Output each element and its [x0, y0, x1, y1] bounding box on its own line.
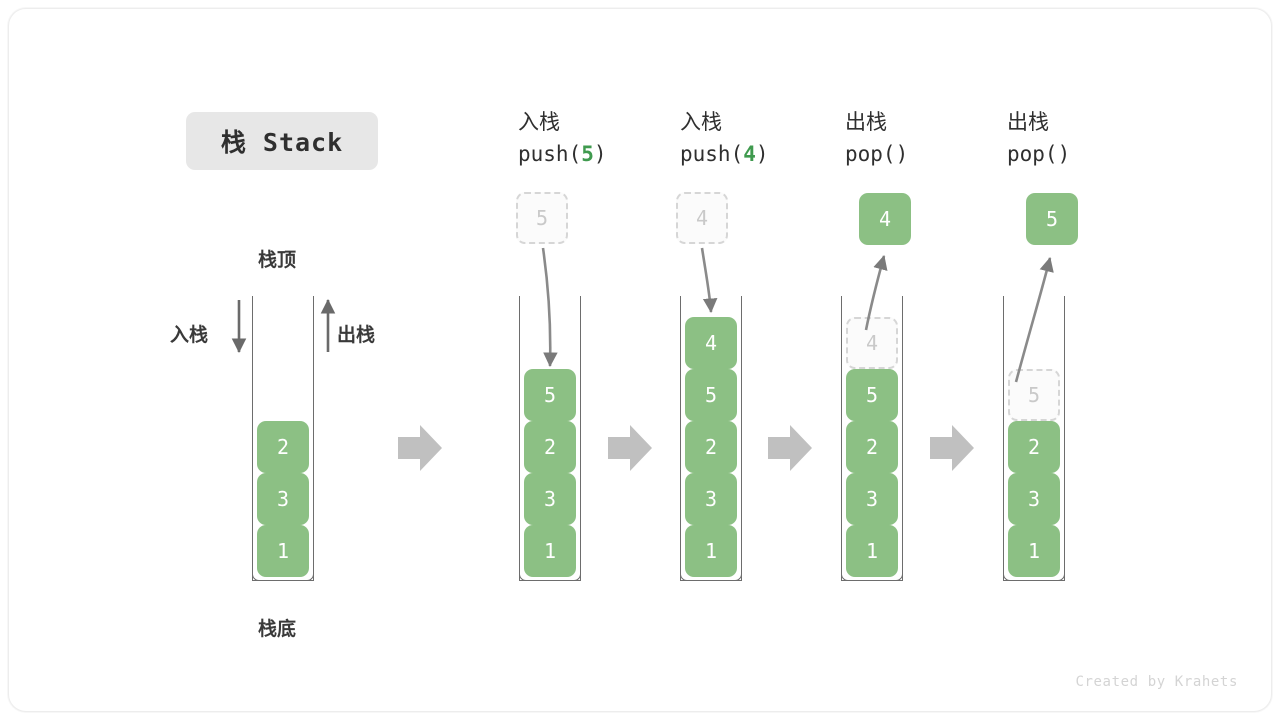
- pending-push-box: 5: [516, 192, 568, 244]
- column-header-pop-2: 出栈 pop(): [1007, 107, 1070, 171]
- stack-floor: [252, 580, 314, 581]
- stack-cell: 3: [257, 473, 309, 525]
- stack-cell-removing: 4: [846, 317, 898, 369]
- column-header-cn: 入栈: [680, 110, 722, 134]
- column-header-cn: 入栈: [518, 110, 560, 134]
- stack-wall-right: [1064, 296, 1065, 581]
- stack-floor: [1003, 580, 1065, 581]
- title-badge: 栈 Stack: [186, 112, 378, 170]
- stack-corner-left: [519, 573, 527, 581]
- stack-container-push-4: 4 5 2 3 1: [680, 296, 742, 581]
- popped-value-box: 5: [1026, 193, 1078, 245]
- code-prefix: pop(: [845, 141, 896, 166]
- stack-cell: 2: [846, 421, 898, 473]
- push-direction-label: 入栈: [170, 324, 209, 346]
- stack-floor: [680, 580, 742, 581]
- column-header-pop-1: 出栈 pop(): [845, 107, 908, 171]
- code-suffix: ): [895, 141, 909, 166]
- stack-cell: 1: [685, 525, 737, 577]
- stack-cell: 2: [524, 421, 576, 473]
- column-header-cn: 出栈: [1007, 110, 1049, 134]
- stack-corner-left: [841, 573, 849, 581]
- code-argument: 5: [581, 141, 594, 166]
- stack-corner-left: [252, 573, 260, 581]
- stack-container-push-5: 5 2 3 1: [519, 296, 581, 581]
- code-suffix: ): [593, 141, 607, 166]
- column-header-cn: 出栈: [845, 110, 887, 134]
- code-prefix: pop(: [1007, 141, 1058, 166]
- stack-wall-right: [313, 296, 314, 581]
- code-prefix: push(: [680, 141, 744, 166]
- stack-cell: 2: [257, 421, 309, 473]
- stack-container-pop-2: 5 2 3 1: [1003, 296, 1065, 581]
- stack-cell: 3: [524, 473, 576, 525]
- stack-corner-left: [1003, 573, 1011, 581]
- popped-value-box: 4: [859, 193, 911, 245]
- stack-cell: 3: [846, 473, 898, 525]
- stack-wall-left: [841, 296, 842, 581]
- column-header-code: push(5): [518, 139, 607, 171]
- stack-cell: 2: [685, 421, 737, 473]
- stack-wall-right: [902, 296, 903, 581]
- stack-corner-left: [680, 573, 688, 581]
- pop-direction-label: 出栈: [337, 324, 376, 346]
- stack-container-pop-1: 4 5 2 3 1: [841, 296, 903, 581]
- pending-push-box: 4: [676, 192, 728, 244]
- column-header-push-4: 入栈 push(4): [680, 107, 769, 171]
- stack-cell: 3: [1008, 473, 1060, 525]
- stack-cell: 5: [685, 369, 737, 421]
- stack-cell: 5: [846, 369, 898, 421]
- stack-cell: 2: [1008, 421, 1060, 473]
- column-header-code: pop(): [845, 139, 908, 171]
- stack-cell: 3: [685, 473, 737, 525]
- code-prefix: push(: [518, 141, 582, 166]
- stack-cell: 5: [524, 369, 576, 421]
- stack-container-initial: 2 3 1: [252, 296, 314, 581]
- stack-top-label: 栈顶: [258, 249, 297, 271]
- stack-floor: [841, 580, 903, 581]
- stack-cell-removing: 5: [1008, 369, 1060, 421]
- stack-cell: 1: [1008, 525, 1060, 577]
- stack-cell: 1: [846, 525, 898, 577]
- stack-wall-left: [252, 296, 253, 581]
- stack-cell: 4: [685, 317, 737, 369]
- column-header-code: push(4): [680, 139, 769, 171]
- stack-wall-right: [741, 296, 742, 581]
- stack-floor: [519, 580, 581, 581]
- stack-bottom-label: 栈底: [258, 618, 297, 640]
- stack-cell: 1: [257, 525, 309, 577]
- code-suffix: ): [1057, 141, 1071, 166]
- stack-wall-right: [580, 296, 581, 581]
- stack-wall-left: [680, 296, 681, 581]
- stack-cell: 1: [524, 525, 576, 577]
- stack-wall-left: [1003, 296, 1004, 581]
- code-suffix: ): [755, 141, 769, 166]
- stack-wall-left: [519, 296, 520, 581]
- column-header-code: pop(): [1007, 139, 1070, 171]
- code-argument: 4: [743, 141, 756, 166]
- column-header-push-5: 入栈 push(5): [518, 107, 607, 171]
- credit-text: Created by Krahets: [1075, 674, 1238, 690]
